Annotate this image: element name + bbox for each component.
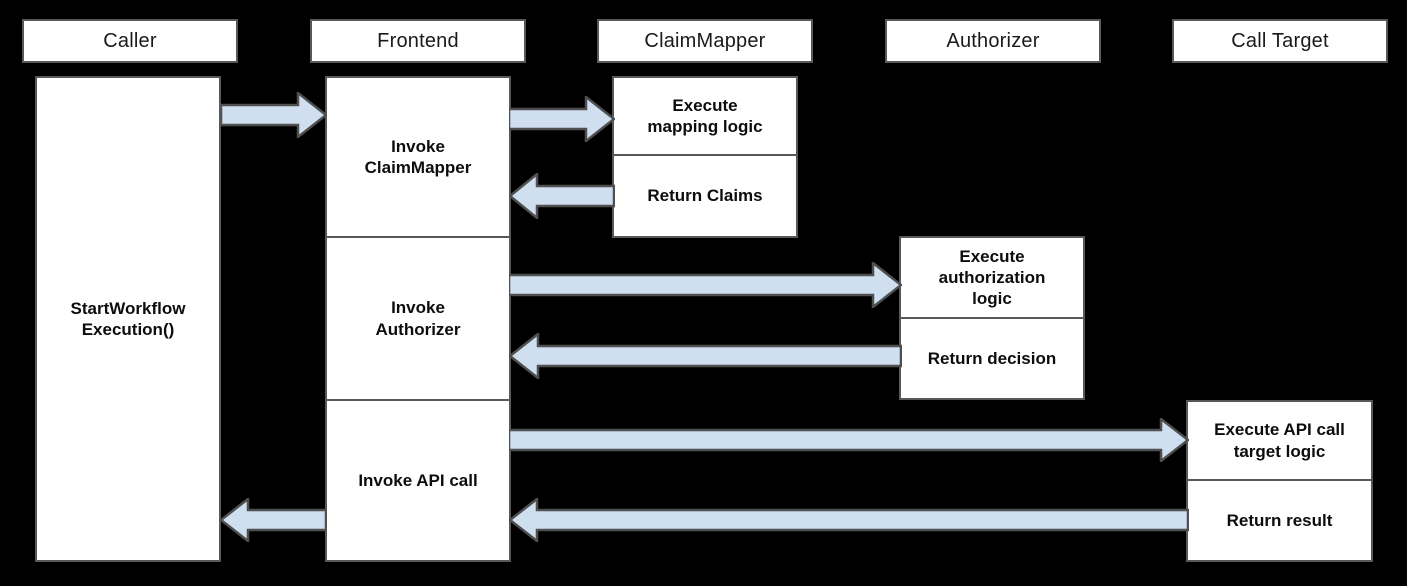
- arrow-msg-caller-to-frontend: [221, 92, 327, 138]
- lane-header-calltarget: Call Target: [1172, 19, 1388, 63]
- arrow-msg-frontend-to-calltarget: [509, 418, 1189, 462]
- arrow-msg-authorizer-to-frontend: [509, 333, 902, 379]
- activation-frontend-invoke-api-call: Invoke API call: [325, 400, 511, 562]
- arrow-msg-calltarget-to-frontend: [509, 498, 1189, 542]
- activation-frontend-invoke-claimmapper: Invoke ClaimMapper: [325, 76, 511, 237]
- activation-authorizer-return: Return decision: [899, 318, 1085, 400]
- lane-header-caller: Caller: [22, 19, 238, 63]
- activation-frontend-invoke-authorizer: Invoke Authorizer: [325, 237, 511, 400]
- arrow-msg-claimmapper-to-frontend: [509, 173, 615, 219]
- arrow-msg-frontend-to-authorizer: [509, 262, 902, 308]
- arrow-msg-frontend-to-caller: [220, 498, 327, 542]
- lane-header-authorizer: Authorizer: [885, 19, 1101, 63]
- activation-calltarget-return: Return result: [1186, 480, 1373, 562]
- activation-claimmapper-execute: Execute mapping logic: [612, 76, 798, 155]
- activation-authorizer-execute: Execute authorization logic: [899, 236, 1085, 318]
- activation-calltarget-execute: Execute API call target logic: [1186, 400, 1373, 480]
- lane-header-claimmapper: ClaimMapper: [597, 19, 813, 63]
- activation-caller-start: StartWorkflow Execution(): [35, 76, 221, 562]
- activation-claimmapper-return: Return Claims: [612, 155, 798, 238]
- arrow-msg-frontend-to-claimmapper: [509, 96, 615, 142]
- lane-header-frontend: Frontend: [310, 19, 526, 63]
